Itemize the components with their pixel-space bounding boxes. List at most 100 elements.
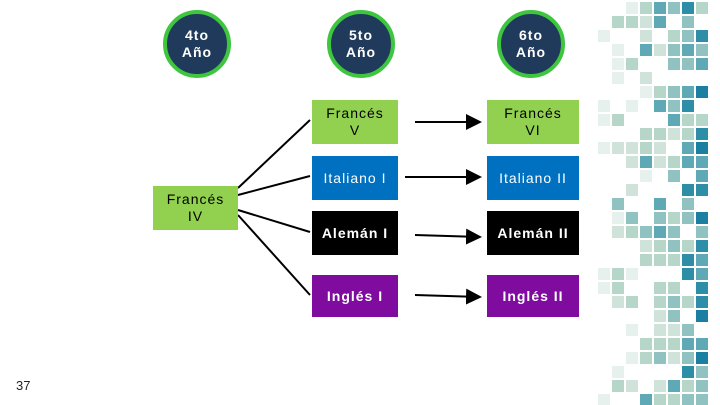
mosaic-tile bbox=[682, 254, 694, 266]
row-2-left-label: Italiano I bbox=[323, 169, 387, 186]
mosaic-tile bbox=[682, 198, 694, 210]
mosaic-tile bbox=[668, 338, 680, 350]
row-4-right-label: Inglés II bbox=[502, 287, 564, 304]
mosaic-tile bbox=[626, 296, 638, 308]
mosaic-tile bbox=[682, 366, 694, 378]
mosaic-tile bbox=[640, 16, 652, 28]
mosaic-tile bbox=[626, 324, 638, 336]
mosaic-tile bbox=[682, 156, 694, 168]
row-4-right-box: Inglés II bbox=[487, 275, 579, 317]
mosaic-tile bbox=[696, 310, 708, 322]
year-5-circle: 5to Año bbox=[327, 10, 395, 78]
mosaic-tile bbox=[640, 352, 652, 364]
row-3-left-box: Alemán I bbox=[312, 211, 398, 255]
mosaic-tile bbox=[654, 198, 666, 210]
mosaic-tile bbox=[696, 30, 708, 42]
mosaic-tile bbox=[668, 30, 680, 42]
mosaic-tile bbox=[654, 128, 666, 140]
mosaic-tile bbox=[696, 282, 708, 294]
mosaic-tile bbox=[612, 58, 624, 70]
mosaic-tile bbox=[640, 156, 652, 168]
mosaic-tile bbox=[654, 212, 666, 224]
mosaic-tile bbox=[696, 142, 708, 154]
mosaic-tile bbox=[668, 254, 680, 266]
mosaic-tile bbox=[612, 380, 624, 392]
mosaic-tile bbox=[626, 16, 638, 28]
mosaic-tile bbox=[682, 240, 694, 252]
mosaic-tile bbox=[626, 380, 638, 392]
mosaic-tile bbox=[612, 212, 624, 224]
mosaic-tile bbox=[682, 128, 694, 140]
mosaic-tile bbox=[612, 72, 624, 84]
mosaic-tile bbox=[682, 100, 694, 112]
mosaic-tile bbox=[598, 30, 610, 42]
mosaic-tile bbox=[696, 268, 708, 280]
mosaic-tile bbox=[682, 44, 694, 56]
mosaic-tile bbox=[626, 58, 638, 70]
mosaic-tile bbox=[682, 394, 694, 405]
year-6-circle: 6to Año bbox=[497, 10, 565, 78]
mosaic-tile bbox=[668, 2, 680, 14]
mosaic-tile bbox=[682, 352, 694, 364]
mosaic-tile bbox=[682, 114, 694, 126]
mosaic-tile bbox=[696, 380, 708, 392]
mosaic-tile bbox=[626, 142, 638, 154]
mosaic-tile bbox=[696, 156, 708, 168]
mosaic-tile bbox=[654, 100, 666, 112]
mosaic-tile bbox=[598, 142, 610, 154]
mosaic-tile bbox=[626, 226, 638, 238]
mosaic-tile bbox=[696, 226, 708, 238]
mosaic-tile bbox=[654, 338, 666, 350]
mosaic-tile bbox=[640, 142, 652, 154]
mosaic-tile bbox=[598, 282, 610, 294]
mosaic-tile bbox=[682, 212, 694, 224]
mosaic-tile bbox=[654, 352, 666, 364]
mosaic-tile bbox=[696, 128, 708, 140]
mosaic-tile bbox=[696, 170, 708, 182]
year-6-label: 6to Año bbox=[515, 27, 547, 60]
mosaic-tile bbox=[668, 394, 680, 405]
mosaic-tile bbox=[598, 114, 610, 126]
mosaic-tile bbox=[654, 16, 666, 28]
mosaic-tile bbox=[626, 2, 638, 14]
mosaic-tile bbox=[668, 58, 680, 70]
mosaic-tile bbox=[654, 2, 666, 14]
mosaic-tile bbox=[682, 268, 694, 280]
mosaic-tile bbox=[682, 58, 694, 70]
mosaic-tile bbox=[654, 282, 666, 294]
mosaic-tile bbox=[640, 128, 652, 140]
mosaic-tile bbox=[640, 170, 652, 182]
mosaic-tile bbox=[612, 198, 624, 210]
mosaic-tile bbox=[682, 324, 694, 336]
mosaic-tile bbox=[612, 226, 624, 238]
mosaic-tile bbox=[612, 268, 624, 280]
mosaic-tile bbox=[640, 2, 652, 14]
mosaic-tile bbox=[696, 58, 708, 70]
mosaic-tile bbox=[668, 240, 680, 252]
mosaic-tile bbox=[640, 44, 652, 56]
mosaic-tile bbox=[668, 212, 680, 224]
row-3-left-label: Alemán I bbox=[321, 224, 389, 241]
mosaic-tile bbox=[612, 296, 624, 308]
arrow-row-3 bbox=[414, 228, 482, 245]
mosaic-tile bbox=[654, 44, 666, 56]
mosaic-tile bbox=[696, 352, 708, 364]
mosaic-tile bbox=[626, 184, 638, 196]
arrow-row-4 bbox=[414, 288, 482, 305]
mosaic-tile bbox=[612, 282, 624, 294]
mosaic-tile bbox=[668, 86, 680, 98]
line-to-ingles bbox=[237, 214, 311, 296]
mosaic-tile bbox=[668, 100, 680, 112]
mosaic-tile bbox=[626, 352, 638, 364]
mosaic-tile bbox=[640, 394, 652, 405]
row-2-right-box: Italiano II bbox=[487, 156, 579, 200]
year-5-label: 5to Año bbox=[345, 27, 377, 60]
mosaic-tile bbox=[654, 156, 666, 168]
mosaic-tile bbox=[654, 324, 666, 336]
mosaic-tile bbox=[640, 86, 652, 98]
mosaic-tile bbox=[696, 2, 708, 14]
mosaic-tile bbox=[612, 16, 624, 28]
source-label: Francés IV bbox=[166, 191, 225, 224]
mosaic-tile bbox=[668, 170, 680, 182]
row-1-right-box: Francés VI bbox=[487, 100, 579, 144]
